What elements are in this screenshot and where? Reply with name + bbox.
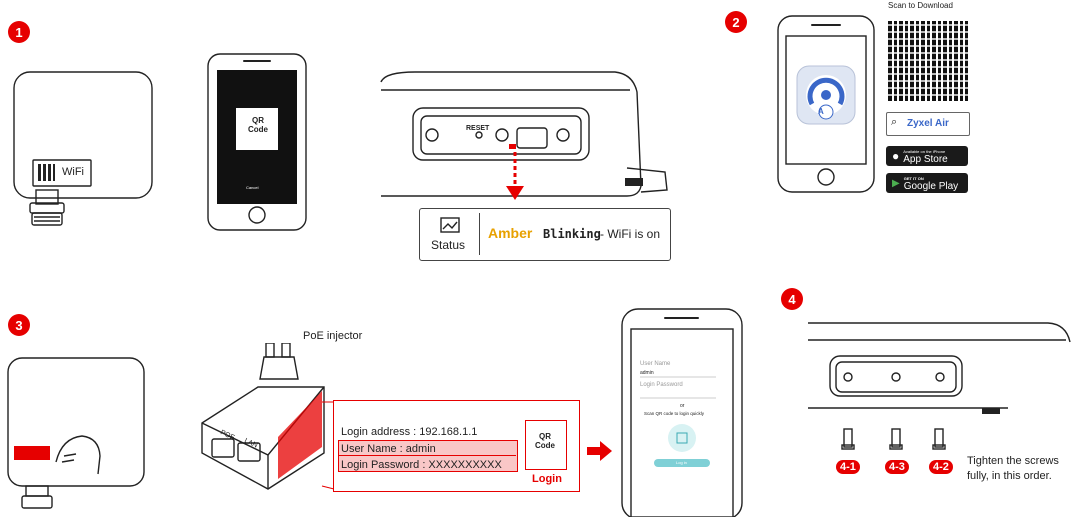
credentials-divider [338,455,516,456]
phone-scan-text: Scan QR code to login quickly [644,411,705,416]
poe-injector-label: PoE injector [303,330,363,342]
user-name: User Name : admin [341,443,436,455]
status-blinking-text: Blinking [543,227,601,241]
phone-cancel-label: Cancel [246,185,259,190]
reset-label: RESET [466,125,490,132]
label-qr-line1: QR [539,432,551,441]
apple-icon: ● [892,149,900,163]
search-icon: ⌕ [891,116,898,128]
store-search-box [886,112,970,136]
label-qr-text: QR Code [531,432,559,450]
wifi-qr-icon [38,164,55,181]
phone-login-illustration [621,308,743,517]
phone-qr-text: QR Code [243,116,273,134]
router-bottom-panel [380,71,668,197]
phone-user-value: admin [640,370,654,376]
screws-instruction: Tighten the screws fully, in this order. [967,454,1059,484]
googleplay-small: GET IT ON [903,176,924,181]
label-qr-code [525,420,567,470]
phone-scan-illustration [207,53,307,231]
router-bottom-screws-illustration [808,322,1071,414]
step-3-badge: 3 [8,314,30,336]
status-label: Status [431,238,466,252]
step-2-badge: 2 [725,11,747,33]
phone-pass-label: Login Password [640,382,683,388]
play-icon: ▶ [892,177,900,189]
wifi-label: WiFi [62,166,84,178]
app-store-badge: ● Available on the iPhone App Store [886,146,968,166]
phone-user-label: User Name [640,361,671,367]
router-front-illustration [13,71,153,226]
app-icon-letter: A [818,107,824,116]
scan-to-download: Scan to Download [888,1,953,10]
search-text: Zyxel Air [907,118,949,129]
right-arrow [587,441,612,461]
login-password: Login Password : XXXXXXXXXX [341,459,502,471]
appstore-big: App Store [903,154,948,165]
screw-4-3-badge: 4-3 [885,460,909,474]
label-qr-line2: Code [535,441,555,450]
screw-4-2-badge: 4-2 [929,460,953,474]
phone-app-illustration [777,15,875,193]
poe-injector-illustration [201,343,325,490]
google-play-badge: ▶ GET IT ON Google Play [886,173,968,193]
status-divider [479,213,480,255]
instruction-line1: Tighten the screws [967,455,1059,467]
step-1-badge: 1 [8,21,30,43]
login-caption: Login [532,473,562,485]
instruction-line2: fully, in this order. [967,470,1052,482]
screw-4-1-badge: 4-1 [836,460,860,474]
googleplay-big: Google Play [903,181,959,192]
appstore-small: Available on the iPhone [903,149,946,154]
phone-or: or [680,403,685,409]
status-box [419,208,671,261]
credentials-highlight [338,440,518,472]
qr-line1: QR [252,116,264,125]
status-icon [440,217,460,233]
qr-line2: Code [248,125,268,134]
download-qr-code [888,21,968,101]
router-touch-illustration [7,357,145,509]
down-arrow [506,152,524,200]
status-suffix-text: - WiFi is on [600,227,660,241]
status-amber-text: Amber [488,225,533,241]
step-4-badge: 4 [781,288,803,310]
phone-login-button: Log in [676,460,687,465]
screws-illustration [841,428,946,450]
login-address: Login address : 192.168.1.1 [341,426,478,438]
